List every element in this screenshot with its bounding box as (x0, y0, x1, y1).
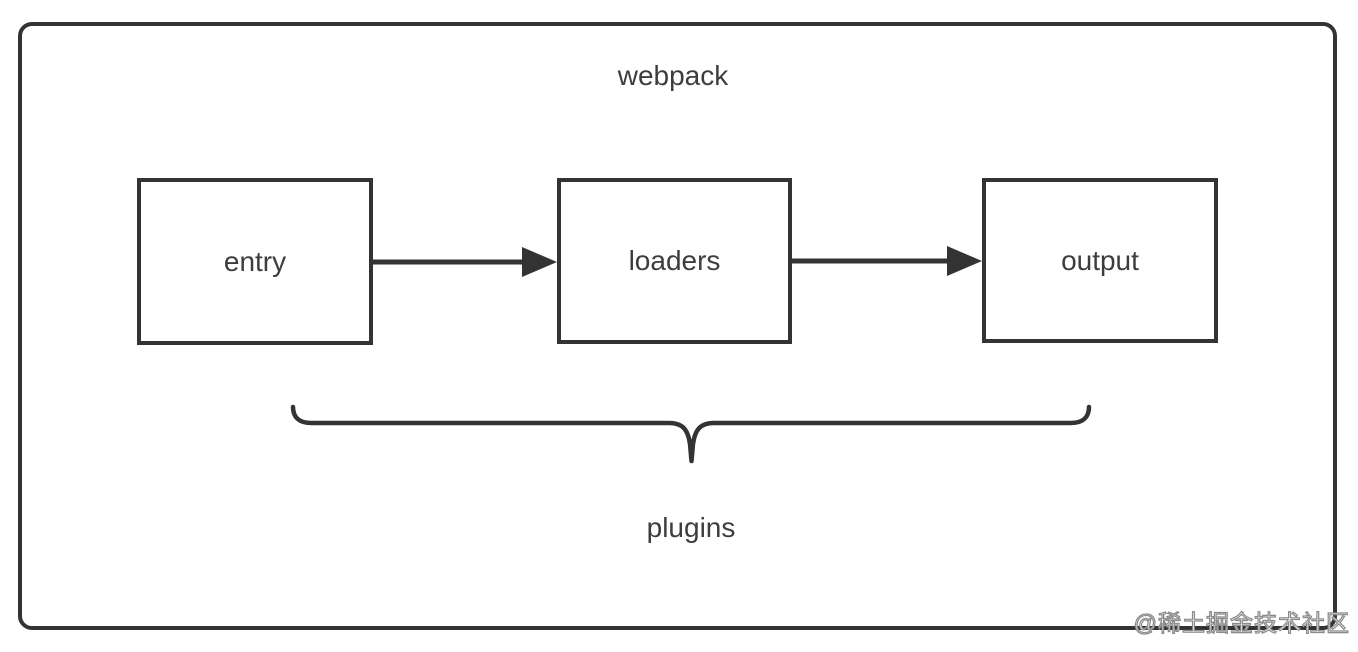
node-entry: entry (137, 178, 373, 345)
node-entry-label: entry (223, 245, 287, 277)
outer-frame (18, 22, 1337, 630)
watermark: @稀土掘金技术社区 (1133, 609, 1350, 636)
node-loaders: loaders (557, 178, 792, 344)
plugins-label: plugins (646, 512, 736, 543)
diagram-title: webpack (617, 60, 729, 91)
node-loaders-label: loaders (628, 245, 721, 276)
node-output: output (982, 178, 1218, 343)
node-output-label: output (1061, 244, 1139, 276)
